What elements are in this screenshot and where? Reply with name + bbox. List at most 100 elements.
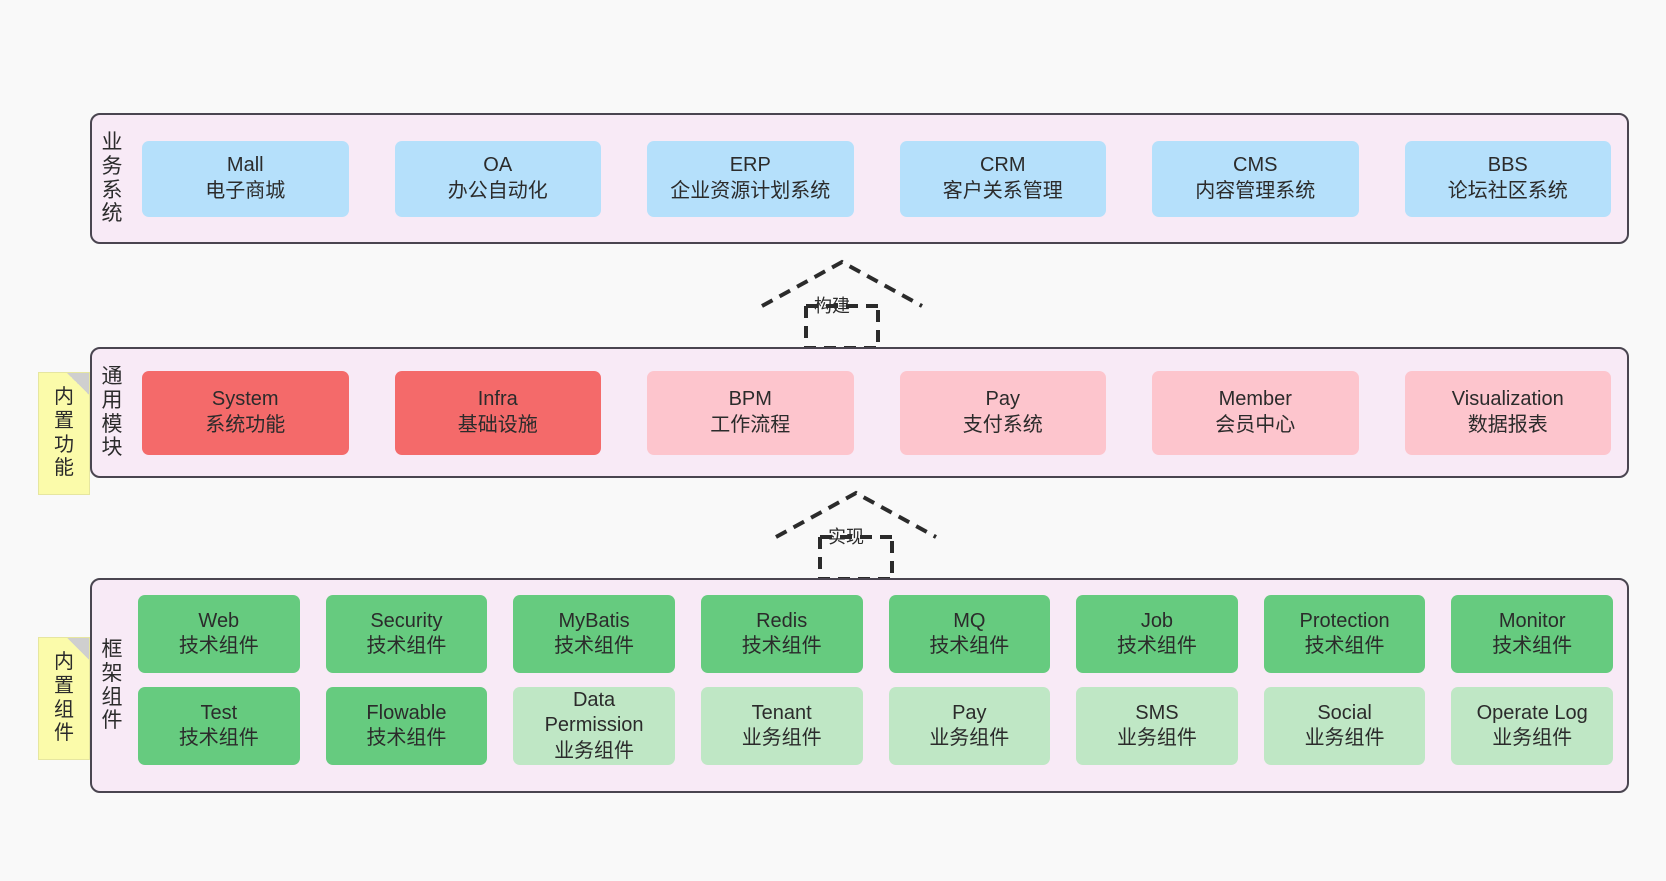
component-box-test[interactable]: Test 技术组件 bbox=[138, 687, 300, 765]
layer-framework-components-body: Web 技术组件 Security 技术组件 MyBatis 技术组件 Redi… bbox=[132, 580, 1627, 791]
module-box-cms[interactable]: CMS 内容管理系统 bbox=[1152, 140, 1359, 217]
module-subtitle: 电子商城 bbox=[205, 179, 286, 202]
component-box-social[interactable]: Social 业务组件 bbox=[1263, 687, 1426, 765]
note-builtin-function: 内 置 功 能 bbox=[38, 372, 90, 495]
layer-label-char: 组 bbox=[101, 685, 123, 709]
module-subtitle: 数据报表 bbox=[1467, 413, 1548, 436]
module-title: ERP bbox=[729, 154, 771, 177]
module-box-bpm[interactable]: BPM 工作流程 bbox=[647, 370, 854, 455]
component-box-redis[interactable]: Redis 技术组件 bbox=[700, 595, 863, 673]
component-subtitle: 业务组件 bbox=[741, 727, 822, 749]
module-title: CMS bbox=[1233, 154, 1278, 177]
module-title: Infra bbox=[477, 388, 518, 411]
component-title: MQ bbox=[953, 609, 986, 632]
module-title: Member bbox=[1218, 388, 1292, 411]
layer-common-modules: 通 用 模 块 System 系统功能 Infra 基础设施 BPM 工作流程 … bbox=[90, 347, 1629, 478]
layer-label-char: 务 bbox=[101, 154, 123, 178]
layer-label-char: 框 bbox=[101, 638, 123, 662]
module-title: Pay bbox=[985, 388, 1020, 411]
component-title: Flowable bbox=[366, 701, 447, 724]
module-subtitle: 企业资源计划系统 bbox=[670, 179, 831, 202]
module-box-oa[interactable]: OA 办公自动化 bbox=[394, 140, 601, 217]
module-box-mall[interactable]: Mall 电子商城 bbox=[142, 140, 349, 217]
module-box-bbs[interactable]: BBS 论坛社区系统 bbox=[1404, 140, 1611, 217]
component-subtitle: 技术组件 bbox=[366, 727, 447, 749]
component-subtitle: 技术组件 bbox=[741, 635, 822, 657]
layer-label-char: 用 bbox=[101, 388, 123, 412]
module-title: BPM bbox=[728, 388, 772, 411]
component-title-cont: Permission bbox=[544, 714, 644, 737]
component-title: Data bbox=[572, 689, 616, 712]
framework-row-technical: Web 技术组件 Security 技术组件 MyBatis 技术组件 Redi… bbox=[138, 595, 1613, 673]
component-box-security[interactable]: Security 技术组件 bbox=[325, 595, 488, 673]
connector-implement-label: 实现 bbox=[828, 527, 864, 547]
module-box-erp[interactable]: ERP 企业资源计划系统 bbox=[647, 140, 854, 217]
component-title: Pay bbox=[952, 701, 987, 724]
component-box-pay[interactable]: Pay 业务组件 bbox=[888, 687, 1051, 765]
component-title: Protection bbox=[1299, 609, 1390, 632]
layer-label-char: 块 bbox=[101, 436, 123, 460]
module-subtitle: 内容管理系统 bbox=[1195, 179, 1316, 202]
module-box-crm[interactable]: CRM 客户关系管理 bbox=[899, 140, 1106, 217]
component-title: Monitor bbox=[1498, 609, 1566, 632]
component-subtitle: 技术组件 bbox=[1116, 635, 1197, 657]
module-subtitle: 系统功能 bbox=[205, 413, 286, 436]
component-subtitle: 技术组件 bbox=[1304, 635, 1385, 657]
layer-common-modules-body: System 系统功能 Infra 基础设施 BPM 工作流程 Pay 支付系统… bbox=[132, 349, 1627, 476]
component-box-data-permission[interactable]: Data Permission 业务组件 bbox=[513, 687, 675, 765]
component-title: Web bbox=[198, 609, 240, 632]
layer-label-char: 模 bbox=[101, 412, 123, 436]
component-title: MyBatis bbox=[558, 609, 630, 632]
module-title: Mall bbox=[226, 154, 264, 177]
module-subtitle: 工作流程 bbox=[710, 413, 791, 436]
component-box-operate-log[interactable]: Operate Log 业务组件 bbox=[1451, 687, 1613, 765]
module-box-infra[interactable]: Infra 基础设施 bbox=[394, 370, 601, 455]
note-char: 件 bbox=[54, 722, 74, 745]
component-subtitle: 业务组件 bbox=[1304, 727, 1385, 749]
component-title: SMS bbox=[1135, 701, 1179, 724]
layer-framework-components: 框 架 组 件 Web 技术组件 Security 技术组件 MyBatis 技… bbox=[90, 578, 1629, 793]
module-subtitle: 办公自动化 bbox=[447, 179, 548, 202]
component-box-web[interactable]: Web 技术组件 bbox=[138, 595, 300, 673]
layer-business-systems-body: Mall 电子商城 OA 办公自动化 ERP 企业资源计划系统 CRM 客户关系… bbox=[132, 115, 1627, 242]
module-title: System bbox=[211, 388, 279, 411]
connector-build-label: 构建 bbox=[814, 296, 850, 316]
component-box-job[interactable]: Job 技术组件 bbox=[1076, 595, 1238, 673]
component-subtitle: 业务组件 bbox=[929, 727, 1010, 749]
component-subtitle: 业务组件 bbox=[1116, 727, 1197, 749]
layer-common-modules-label: 通 用 模 块 bbox=[92, 349, 132, 476]
module-title: CRM bbox=[979, 154, 1026, 177]
component-subtitle: 技术组件 bbox=[554, 635, 635, 657]
component-box-mq[interactable]: MQ 技术组件 bbox=[888, 595, 1051, 673]
component-subtitle: 技术组件 bbox=[366, 635, 447, 657]
module-title: BBS bbox=[1487, 154, 1528, 177]
component-subtitle: 技术组件 bbox=[178, 635, 259, 657]
module-box-member[interactable]: Member 会员中心 bbox=[1152, 370, 1359, 455]
component-subtitle: 业务组件 bbox=[554, 739, 635, 762]
component-box-flowable[interactable]: Flowable 技术组件 bbox=[325, 687, 488, 765]
module-subtitle: 会员中心 bbox=[1215, 413, 1296, 436]
layer-label-char: 件 bbox=[101, 709, 123, 733]
module-subtitle: 支付系统 bbox=[962, 413, 1043, 436]
module-title: Visualization bbox=[1451, 388, 1564, 411]
module-box-visualization[interactable]: Visualization 数据报表 bbox=[1404, 370, 1611, 455]
module-box-system[interactable]: System 系统功能 bbox=[142, 370, 349, 455]
component-title: Operate Log bbox=[1476, 701, 1588, 724]
note-char: 能 bbox=[54, 457, 74, 480]
note-char: 组 bbox=[54, 698, 74, 721]
note-char: 功 bbox=[54, 433, 74, 456]
module-box-pay[interactable]: Pay 支付系统 bbox=[899, 370, 1106, 455]
note-char: 置 bbox=[54, 409, 74, 432]
component-box-protection[interactable]: Protection 技术组件 bbox=[1263, 595, 1426, 673]
component-box-tenant[interactable]: Tenant 业务组件 bbox=[700, 687, 863, 765]
component-title: Tenant bbox=[751, 701, 812, 724]
layer-label-char: 通 bbox=[101, 365, 123, 389]
component-box-mybatis[interactable]: MyBatis 技术组件 bbox=[513, 595, 675, 673]
component-box-monitor[interactable]: Monitor 技术组件 bbox=[1451, 595, 1613, 673]
component-box-sms[interactable]: SMS 业务组件 bbox=[1076, 687, 1238, 765]
component-title: Redis bbox=[756, 609, 808, 632]
component-subtitle: 技术组件 bbox=[178, 727, 259, 749]
component-subtitle: 技术组件 bbox=[1492, 635, 1573, 657]
note-builtin-component: 内 置 组 件 bbox=[38, 637, 90, 760]
